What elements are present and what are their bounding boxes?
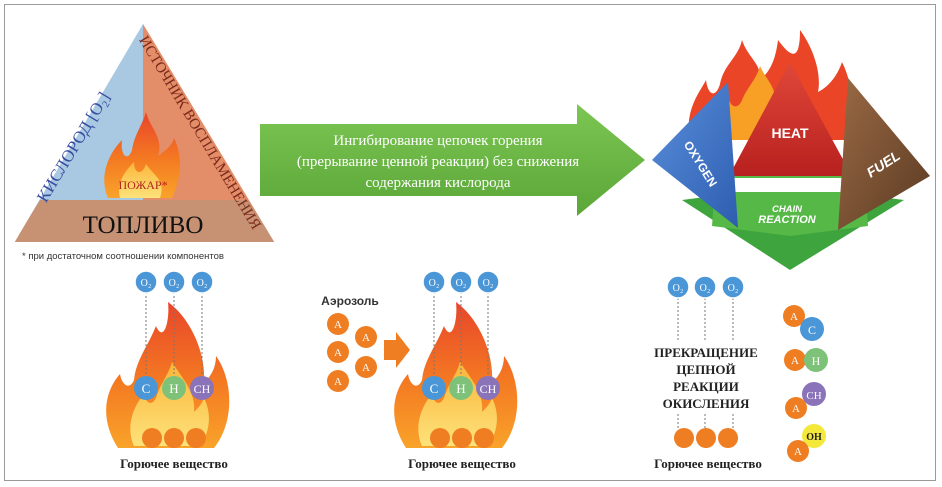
radical-h: H bbox=[449, 376, 473, 400]
svg-text:A: A bbox=[791, 355, 799, 367]
oxygen-molecule: O₂ bbox=[422, 270, 446, 294]
svg-text:C: C bbox=[142, 381, 151, 396]
termination-line2: ЦЕПНОЙ bbox=[676, 362, 735, 377]
radical-ch: CH bbox=[476, 376, 500, 400]
aerosol-group: Аэрозоль A A A A A bbox=[321, 294, 410, 392]
arrow-text-line3: содержания кислорода bbox=[365, 175, 510, 191]
fire-triangle: ПОЖАР* ТОПЛИВО КИСЛОРОД [O₂] ИСТОЧНИК ВО… bbox=[11, 20, 278, 262]
svg-text:O₂: O₂ bbox=[483, 278, 494, 289]
svg-text:O₂: O₂ bbox=[728, 283, 739, 294]
inhibition-arrow: Ингибирование цепочек горения (прерывани… bbox=[260, 104, 645, 216]
fuel-particle bbox=[474, 428, 494, 448]
radical-c: C bbox=[134, 376, 158, 400]
bound-pairs: A C A H CH A OH A bbox=[783, 305, 828, 462]
heat-label: HEAT bbox=[771, 125, 809, 141]
oxygen-molecule: O₂ bbox=[190, 270, 214, 294]
svg-text:O₂: O₂ bbox=[141, 278, 152, 289]
oxygen-molecule: O₂ bbox=[693, 275, 717, 299]
flame-scene-1: O₂ O₂ O₂ C H CH Горючее вещество bbox=[106, 270, 230, 471]
flame-core bbox=[418, 362, 497, 446]
fire-label: ПОЖАР* bbox=[118, 178, 167, 192]
fire-tetrahedron: HEAT OXYGEN FUEL CHAIN REACTION bbox=[652, 30, 930, 270]
termination-line3: РЕАКЦИИ bbox=[673, 379, 739, 394]
aerosol-particle: A bbox=[355, 356, 377, 378]
pair-a-c: A C bbox=[783, 305, 824, 341]
svg-text:O₂: O₂ bbox=[673, 283, 684, 294]
radical-c: C bbox=[422, 376, 446, 400]
svg-text:A: A bbox=[790, 311, 798, 323]
pair-a-ch: CH A bbox=[785, 382, 826, 419]
orange-arrow-icon bbox=[384, 332, 410, 368]
chain-label-1: CHAIN bbox=[772, 204, 803, 215]
arrow-text-line2: (прерывание ценной реакции) без снижения bbox=[297, 154, 579, 170]
fuel-caption-2: Горючее вещество bbox=[408, 456, 516, 471]
fuel-label: ТОПЛИВО bbox=[83, 212, 204, 239]
radical-ch: CH bbox=[190, 376, 214, 400]
svg-text:O₂: O₂ bbox=[169, 278, 180, 289]
oxygen-molecule: O₂ bbox=[134, 270, 158, 294]
svg-text:A: A bbox=[334, 347, 342, 359]
svg-text:CH: CH bbox=[480, 382, 497, 396]
oxygen-molecule: O₂ bbox=[721, 275, 745, 299]
svg-text:OH: OH bbox=[806, 432, 822, 443]
svg-text:H: H bbox=[169, 381, 178, 396]
figure-frame bbox=[4, 4, 936, 481]
oxygen-molecule: O₂ bbox=[449, 270, 473, 294]
aerosol-label: Аэрозоль bbox=[321, 294, 379, 308]
fuel-particle bbox=[142, 428, 162, 448]
svg-text:A: A bbox=[794, 446, 802, 458]
footnote: * при достаточном соотношении компоненто… bbox=[22, 251, 224, 262]
svg-text:O₂: O₂ bbox=[197, 278, 208, 289]
svg-text:C: C bbox=[430, 381, 439, 396]
flame-scene-2: O₂ O₂ O₂ C H CH Горючее вещество bbox=[394, 270, 518, 471]
oxygen-molecule: O₂ bbox=[476, 270, 500, 294]
fuel-particle bbox=[718, 428, 738, 448]
termination-line4: ОКИСЛЕНИЯ bbox=[663, 396, 750, 411]
arrow-text-line1: Ингибирование цепочек горения bbox=[333, 133, 542, 149]
pair-a-oh: OH A bbox=[787, 424, 826, 462]
aerosol-particle: A bbox=[355, 326, 377, 348]
fuel-particle bbox=[674, 428, 694, 448]
aerosol-particle: A bbox=[327, 341, 349, 363]
flame-core bbox=[119, 162, 162, 198]
svg-text:CH: CH bbox=[806, 390, 821, 402]
svg-text:H: H bbox=[456, 381, 465, 396]
fuel-particle bbox=[164, 428, 184, 448]
termination-line1: ПРЕКРАЩЕНИЕ bbox=[654, 345, 758, 360]
fuel-caption-3: Горючее вещество bbox=[654, 456, 762, 471]
fuel-caption-1: Горючее вещество bbox=[120, 456, 228, 471]
fuel-particle bbox=[696, 428, 716, 448]
svg-text:A: A bbox=[362, 332, 370, 344]
fuel-particle bbox=[430, 428, 450, 448]
fuel-face bbox=[838, 78, 930, 230]
svg-text:A: A bbox=[792, 403, 800, 415]
svg-text:O₂: O₂ bbox=[429, 278, 440, 289]
svg-text:A: A bbox=[362, 362, 370, 374]
flame-core bbox=[130, 362, 209, 446]
svg-text:C: C bbox=[808, 323, 816, 337]
fuel-base bbox=[13, 200, 276, 243]
oxygen-molecule: O₂ bbox=[666, 275, 690, 299]
aerosol-particle: A bbox=[327, 370, 349, 392]
termination-scene: O₂ O₂ O₂ ПРЕКРАЩЕНИЕ ЦЕПНОЙ РЕАКЦИИ ОКИС… bbox=[652, 275, 762, 471]
svg-text:O₂: O₂ bbox=[456, 278, 467, 289]
svg-text:A: A bbox=[334, 319, 342, 331]
svg-text:O₂: O₂ bbox=[700, 283, 711, 294]
fuel-particle bbox=[186, 428, 206, 448]
svg-text:A: A bbox=[334, 376, 342, 388]
heat-face bbox=[729, 62, 852, 176]
oxygen-face bbox=[652, 82, 738, 228]
svg-text:H: H bbox=[812, 354, 821, 368]
fuel-particle bbox=[452, 428, 472, 448]
oxygen-molecule: O₂ bbox=[162, 270, 186, 294]
pair-a-h: A H bbox=[784, 348, 828, 372]
radical-h: H bbox=[162, 376, 186, 400]
chain-label-2: REACTION bbox=[758, 214, 817, 226]
svg-text:CH: CH bbox=[194, 382, 211, 396]
aerosol-particle: A bbox=[327, 313, 349, 335]
